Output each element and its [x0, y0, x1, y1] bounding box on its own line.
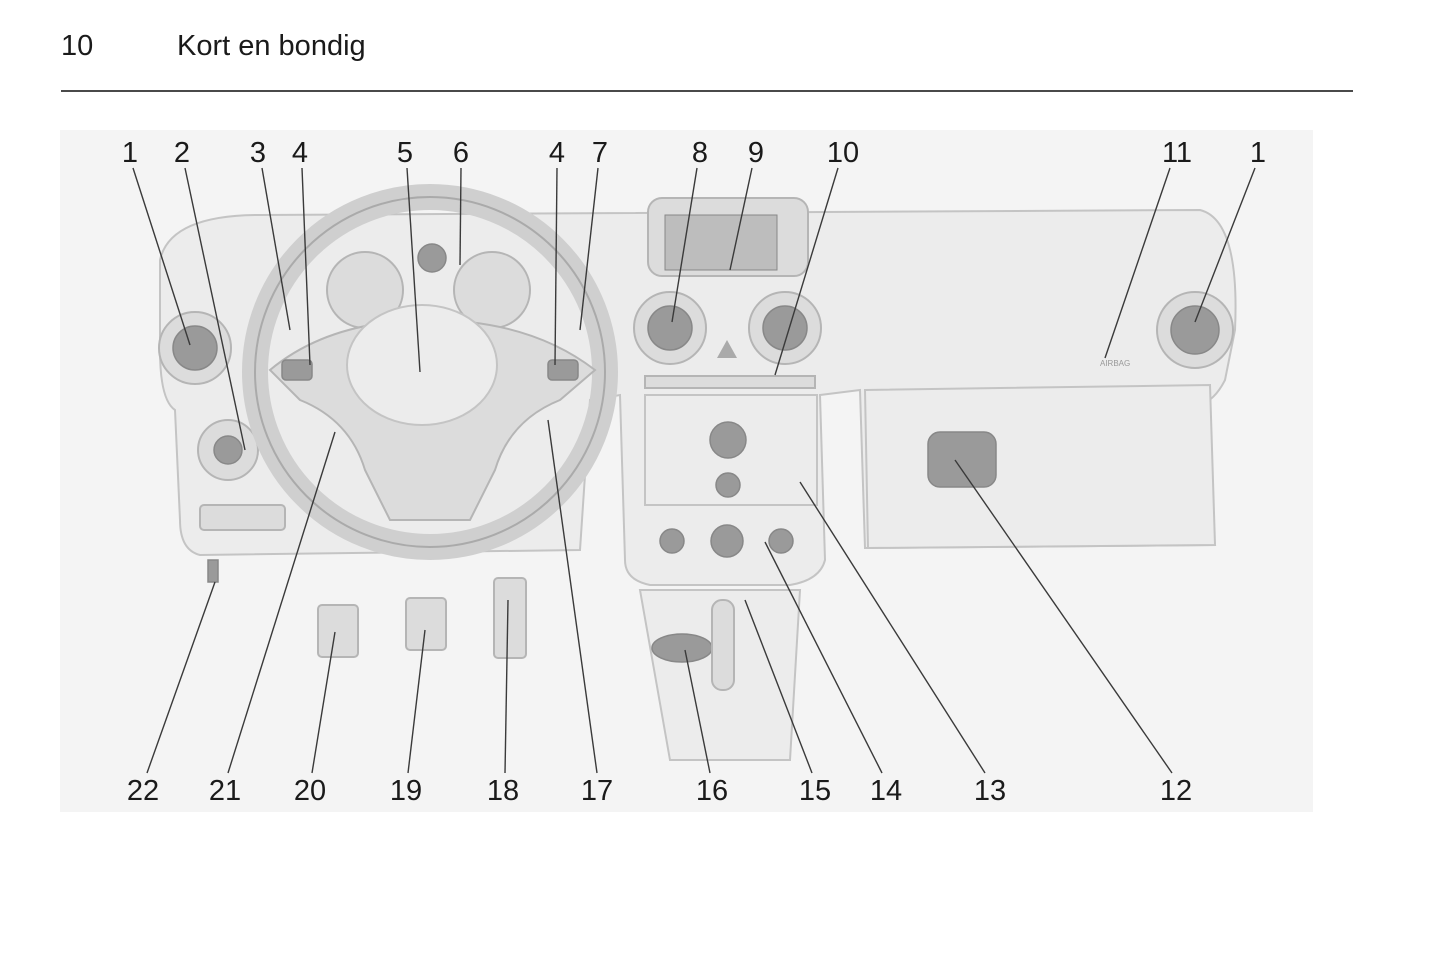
- leader-lines: [132, 167, 1256, 774]
- gear-lever: [711, 599, 735, 691]
- bonnet-release: [207, 559, 219, 583]
- climate-center-knob: [710, 524, 744, 558]
- steering-wheel-edge: [254, 196, 606, 548]
- callout-4-right: 4: [549, 137, 565, 169]
- callout-1: 1: [122, 137, 138, 169]
- callout-2: 2: [174, 137, 190, 169]
- callout-16: 16: [696, 775, 728, 807]
- button-strip: [644, 375, 816, 389]
- horn-pad: [346, 304, 498, 426]
- cupholder: [651, 633, 713, 663]
- navigation-display: [664, 214, 778, 271]
- infotainment-knob: [709, 421, 747, 459]
- callout-17: 17: [581, 775, 613, 807]
- center-left-vent-grille: [647, 305, 693, 351]
- callout-22: 22: [127, 775, 159, 807]
- hazard-button: [717, 340, 737, 358]
- callout-6: 6: [453, 137, 469, 169]
- page-title: Kort en bondig: [177, 30, 366, 62]
- climate-left-knob: [659, 528, 685, 554]
- glovebox: [863, 383, 1217, 550]
- callout-9: 9: [748, 137, 764, 169]
- header-rule: [61, 90, 1353, 92]
- callout-3: 3: [250, 137, 266, 169]
- callout-13: 13: [974, 775, 1006, 807]
- callout-12: 12: [1160, 775, 1192, 807]
- callout-8: 8: [692, 137, 708, 169]
- callout-14: 14: [870, 775, 902, 807]
- callout-7: 7: [592, 137, 608, 169]
- left-wheel-controls: [281, 359, 313, 381]
- center-right-vent-grille: [762, 305, 808, 351]
- light-switch-knob: [213, 435, 243, 465]
- callout-10: 10: [827, 137, 859, 169]
- right-air-vent-grille: [1170, 305, 1220, 355]
- callout-20: 20: [294, 775, 326, 807]
- airbag-label: AIRBAG: [1100, 359, 1130, 368]
- fuel-gauge: [417, 243, 447, 273]
- page-number: 10: [61, 30, 94, 62]
- storage-compartment: [199, 504, 286, 531]
- left-air-vent-grille: [172, 325, 218, 371]
- callout-4-left: 4: [292, 137, 308, 169]
- callout-11: 11: [1162, 137, 1192, 169]
- callout-15: 15: [799, 775, 831, 807]
- glovebox-handle: [927, 431, 997, 488]
- clutch-pedal: [317, 604, 359, 658]
- right-wheel-controls: [547, 359, 579, 381]
- callout-19: 19: [390, 775, 422, 807]
- callout-21: 21: [209, 775, 241, 807]
- accelerator-pedal: [493, 577, 527, 659]
- callout-18: 18: [487, 775, 519, 807]
- climate-right-knob: [768, 528, 794, 554]
- brake-pedal: [405, 597, 447, 651]
- callout-1-right: 1: [1250, 137, 1266, 169]
- multifunction-knob: [715, 472, 741, 498]
- callout-5: 5: [397, 137, 413, 169]
